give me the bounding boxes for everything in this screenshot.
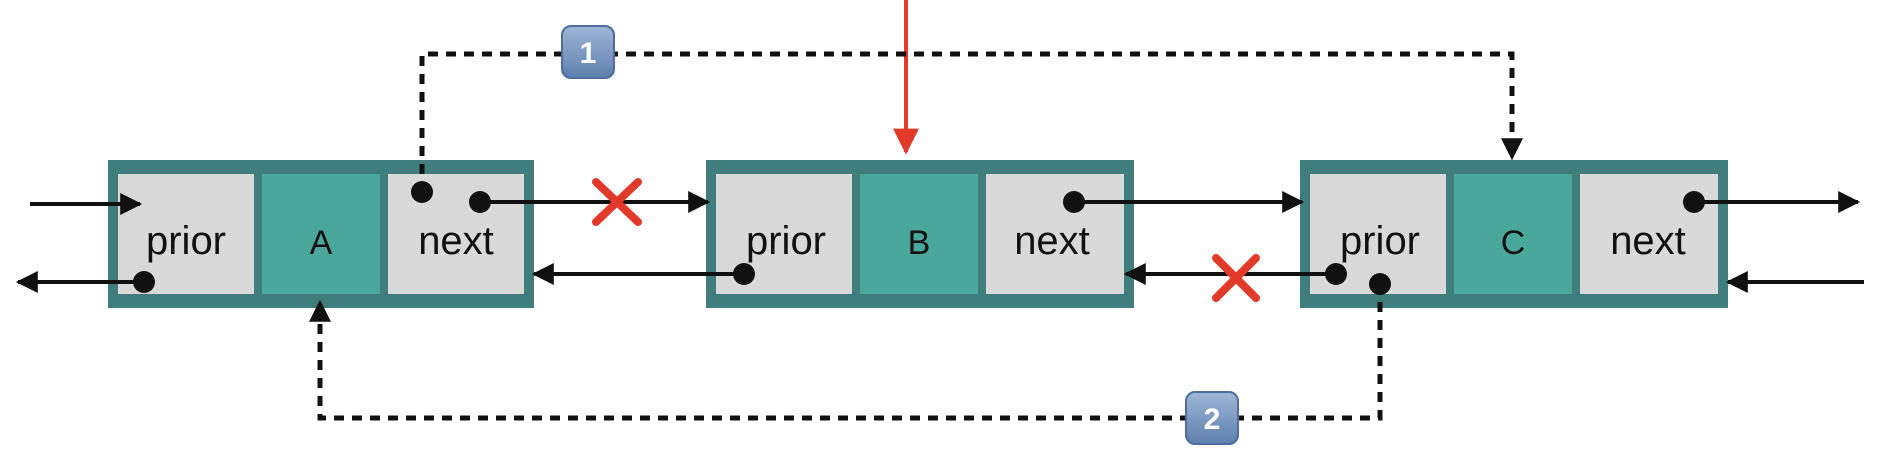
step-badge-2-label: 2	[1204, 403, 1221, 436]
bypass-path-2	[309, 284, 1383, 421]
node-a-prior-label: prior	[146, 219, 226, 263]
b-next-dot	[1063, 191, 1085, 213]
b-prior-dot	[733, 263, 755, 285]
node-a-data-cell	[262, 174, 380, 294]
node-b-next-label: next	[1014, 219, 1090, 263]
c-prior-dot	[1325, 263, 1347, 285]
step-badge-1-label: 1	[580, 37, 597, 70]
node-c-data-label: C	[1501, 224, 1526, 262]
node-b: prior B next	[706, 160, 1134, 308]
node-c: prior C next	[1300, 160, 1728, 308]
cross-icon	[592, 178, 642, 226]
c-next-dot	[1683, 191, 1705, 213]
node-c-data-cell	[1454, 174, 1572, 294]
node-a-next-cell	[388, 174, 524, 294]
node-b-prior-label: prior	[746, 219, 826, 263]
pointer-arrows	[15, 191, 1864, 293]
node-a-data-label: A	[310, 224, 333, 262]
node-b-next-cell	[986, 174, 1124, 294]
node-b-data-label: B	[908, 224, 931, 262]
cross-icon	[1212, 254, 1260, 302]
a-next-dot	[469, 191, 491, 213]
a-prior-dot	[133, 271, 155, 293]
node-b-data-cell	[860, 174, 978, 294]
node-c-prior-label: prior	[1340, 219, 1420, 263]
node-c-next-label: next	[1610, 219, 1686, 263]
bypass-path-1	[419, 51, 1523, 192]
step-badge-1: 1	[561, 25, 615, 79]
node-a-next-label: next	[418, 219, 494, 263]
node-a: prior A next	[108, 160, 534, 308]
step-badge-2: 2	[1185, 391, 1239, 445]
